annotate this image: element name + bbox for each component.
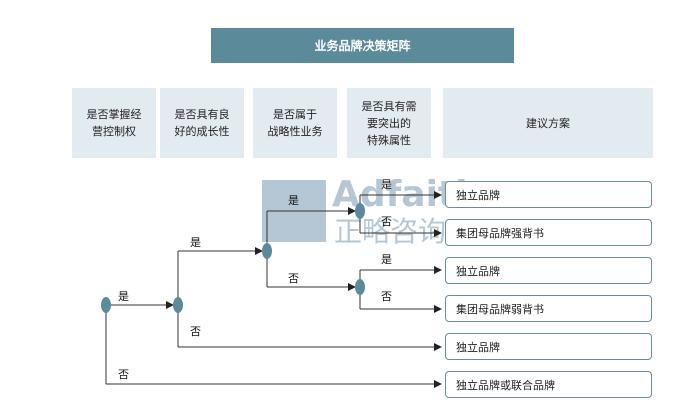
header-line: 建议方案 [526, 116, 570, 130]
decision-node-special-b [355, 279, 365, 295]
decision-node-growth [173, 297, 183, 313]
result-independent-or-co-brand: 独立品牌或联合品牌 [445, 371, 652, 398]
header-line: 营控制权 [92, 125, 136, 138]
header-line: 是否具有良 [174, 108, 230, 121]
branch-label-no: 否 [381, 290, 392, 303]
branch-label-no: 否 [381, 215, 392, 228]
decision-node-special-a [355, 203, 365, 219]
branch-label-no: 否 [190, 325, 201, 338]
branch-label-yes: 是 [381, 253, 392, 266]
branch-label-no: 否 [118, 368, 129, 381]
header-line: 是否掌握经 [86, 108, 142, 121]
header-line: 特殊属性 [367, 133, 411, 147]
decision-node-control [101, 297, 111, 313]
decision-node-strategic [262, 243, 272, 259]
header-special-attribute: 是否具有需要突出的特殊属性 [347, 88, 431, 158]
header-line: 是否具有需 [361, 99, 417, 113]
header-line: 要突出的 [367, 116, 411, 130]
result-weak-endorsement: 集团母品牌弱背书 [445, 295, 652, 322]
result-independent-brand: 独立品牌 [445, 257, 652, 284]
branch-label-yes: 是 [381, 178, 392, 191]
branch-label-yes: 是 [118, 290, 129, 303]
result-independent-brand: 独立品牌 [445, 181, 652, 208]
header-line: 是否属于 [273, 108, 317, 121]
matrix-title: 业务品牌决策矩阵 [211, 28, 514, 63]
result-independent-brand: 独立品牌 [445, 333, 652, 360]
header-line: 好的成长性 [174, 125, 230, 138]
result-strong-endorsement: 集团母品牌强背书 [445, 219, 652, 246]
header-recommendation: 建议方案 [443, 88, 653, 158]
branch-label-no: 否 [288, 272, 299, 285]
watermark-text-cn: 正略咨询 [334, 215, 447, 248]
branch-label-yes: 是 [190, 236, 201, 249]
header-control-right: 是否掌握经营控制权 [72, 88, 156, 158]
header-line: 战略性业务 [267, 125, 323, 138]
header-strategic: 是否属于战略性业务 [253, 88, 337, 158]
header-growth: 是否具有良好的成长性 [160, 88, 244, 158]
branch-label-yes: 是 [288, 194, 299, 207]
